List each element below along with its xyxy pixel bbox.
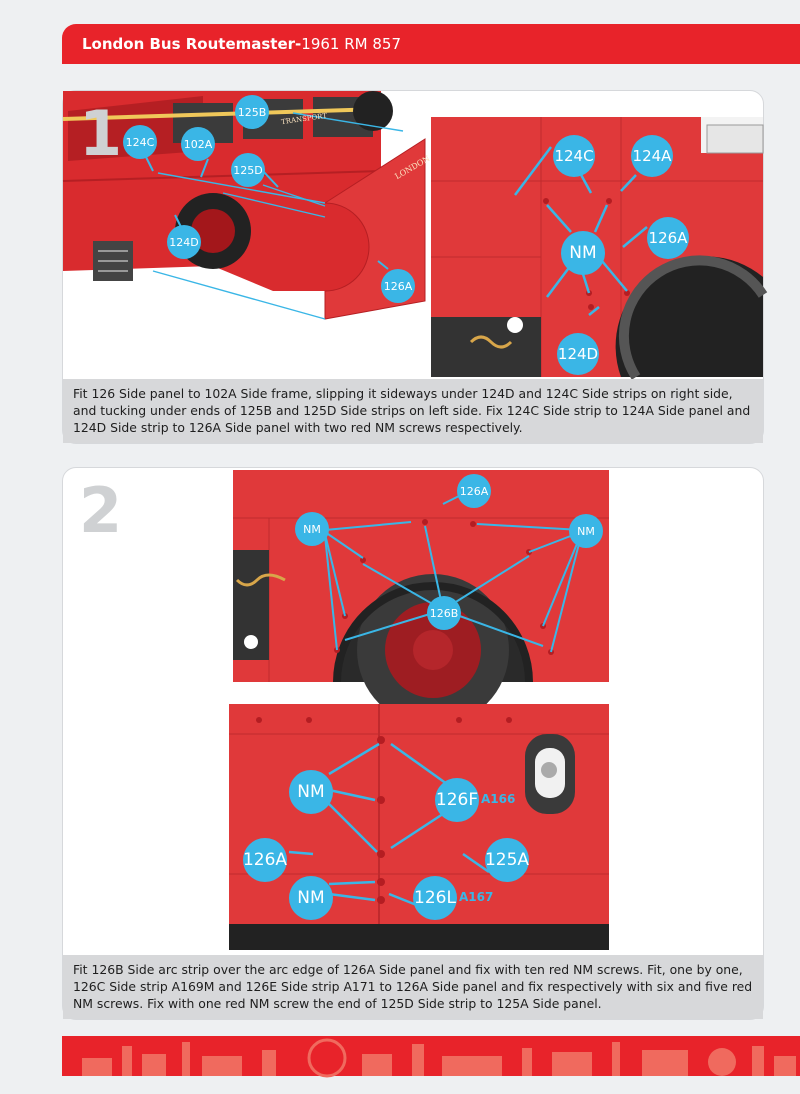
- label-126A: 126A: [381, 269, 415, 303]
- label-NM-top-left: NM: [295, 512, 329, 546]
- label-125D: 125D: [231, 153, 265, 187]
- step-1-bus-closeup: 124C 124A NM 126A 124D: [431, 117, 768, 380]
- step-number: 2: [79, 474, 123, 547]
- label-126A-bottom: 126A: [243, 838, 287, 882]
- step-2-side-strips: NM 126F A166 126A 125A NM 126L A167: [229, 704, 609, 950]
- label-124C: 124C: [123, 125, 157, 159]
- label-124C-right: 124C: [553, 135, 595, 177]
- header-bar: London Bus Routemaster-1961 RM 857: [62, 24, 800, 64]
- label-NM-top-right: NM: [569, 514, 603, 548]
- step-1-caption: Fit 126 Side panel to 102A Side frame, s…: [63, 379, 763, 443]
- code-A167: A167: [459, 890, 494, 904]
- footer-skyline-band: [62, 1036, 800, 1078]
- step-2-wheel-arch: 126A NM NM 126B: [233, 470, 609, 726]
- label-NM-right: NM: [561, 231, 605, 275]
- label-124A-right: 124A: [631, 135, 673, 177]
- step-number: 1: [79, 97, 123, 170]
- label-102A: 102A: [181, 127, 215, 161]
- label-126B: 126B: [427, 596, 461, 630]
- label-125A: 125A: [485, 838, 529, 882]
- label-126L: 126L: [413, 876, 457, 920]
- label-124D-right: 124D: [557, 333, 599, 375]
- step-1-bus-left-view: 1 125B 124C 102A 125D 124D 126A LONDON T…: [62, 91, 431, 377]
- skyline-illustration: [82, 1038, 796, 1078]
- label-NM-lower: NM: [289, 876, 333, 920]
- page-title: London Bus Routemaster-1961 RM 857: [82, 35, 401, 53]
- label-126F: 126F: [435, 778, 479, 822]
- label-NM-upper: NM: [289, 770, 333, 814]
- step-1-card: 1 125B 124C 102A 125D 124D 126A LONDON T…: [62, 90, 768, 444]
- label-126A-right: 126A: [647, 217, 689, 259]
- step-2-caption: Fit 126B Side arc strip over the arc edg…: [63, 955, 763, 1019]
- label-126A-top: 126A: [457, 474, 491, 508]
- label-125B: 125B: [235, 95, 269, 129]
- label-124D: 124D: [167, 225, 201, 259]
- wheel-arch-illustration: [233, 470, 609, 726]
- step-2-card: 2: [62, 467, 764, 1020]
- code-A166: A166: [481, 792, 516, 806]
